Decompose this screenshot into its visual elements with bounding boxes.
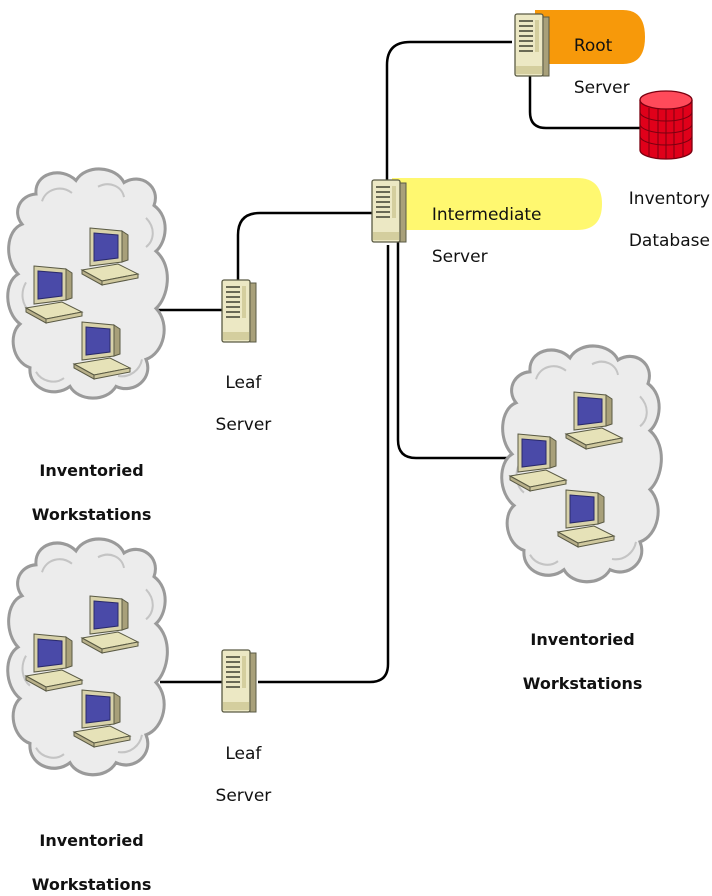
ws-bottom-left-line2: Workstations xyxy=(31,875,152,894)
leaf-server-top-label: Leaf Server xyxy=(196,352,280,436)
root-server-tag xyxy=(535,10,645,64)
leaf-server-bottom-label: Leaf Server xyxy=(196,723,280,807)
line-root-to-intermediate xyxy=(385,40,512,183)
leaf-bottom-line1: Leaf xyxy=(225,744,262,764)
line-root-to-database xyxy=(528,76,640,130)
ws-top-left-line2: Workstations xyxy=(31,505,152,524)
line-intermediate-to-leaf-bottom xyxy=(258,245,390,684)
line-intermediate-to-ws-right xyxy=(396,240,508,460)
line-intermediate-to-leaf-top xyxy=(236,211,372,282)
connection-lines xyxy=(158,40,640,684)
ws-top-left-label: Inventoried Workstations xyxy=(6,438,166,526)
leaf-bottom-line2: Server xyxy=(215,786,272,806)
database-icon xyxy=(639,90,693,160)
leaf-top-line2: Server xyxy=(215,415,272,435)
intermediate-server-label: Intermediate Server xyxy=(421,184,542,268)
database-line2: Database xyxy=(628,231,710,251)
database-label: Inventory Database xyxy=(612,168,712,252)
leaf-server-top-icon xyxy=(221,279,257,343)
ws-bottom-left-label: Inventoried Workstations xyxy=(6,808,166,896)
root-line2: Server xyxy=(573,78,630,98)
root-line1: Root xyxy=(573,36,613,56)
intermediate-server-icon xyxy=(371,179,407,243)
leaf-server-bottom-icon xyxy=(221,649,257,713)
leaf-top-line1: Leaf xyxy=(225,373,262,393)
ws-top-left-line1: Inventoried xyxy=(39,461,144,480)
ws-bottom-left-line1: Inventoried xyxy=(39,831,144,850)
intermediate-line1: Intermediate xyxy=(431,205,542,225)
root-server-icon xyxy=(514,13,550,77)
ws-right-label: Inventoried Workstations xyxy=(497,607,657,695)
intermediate-line2: Server xyxy=(431,247,488,267)
intermediate-server-tag xyxy=(392,178,602,230)
ws-right-line1: Inventoried xyxy=(530,630,635,649)
ws-right-line2: Workstations xyxy=(522,674,643,693)
database-line1: Inventory xyxy=(628,189,710,209)
root-server-label: Root Server xyxy=(563,15,630,99)
inventory-diagram xyxy=(6,10,693,777)
